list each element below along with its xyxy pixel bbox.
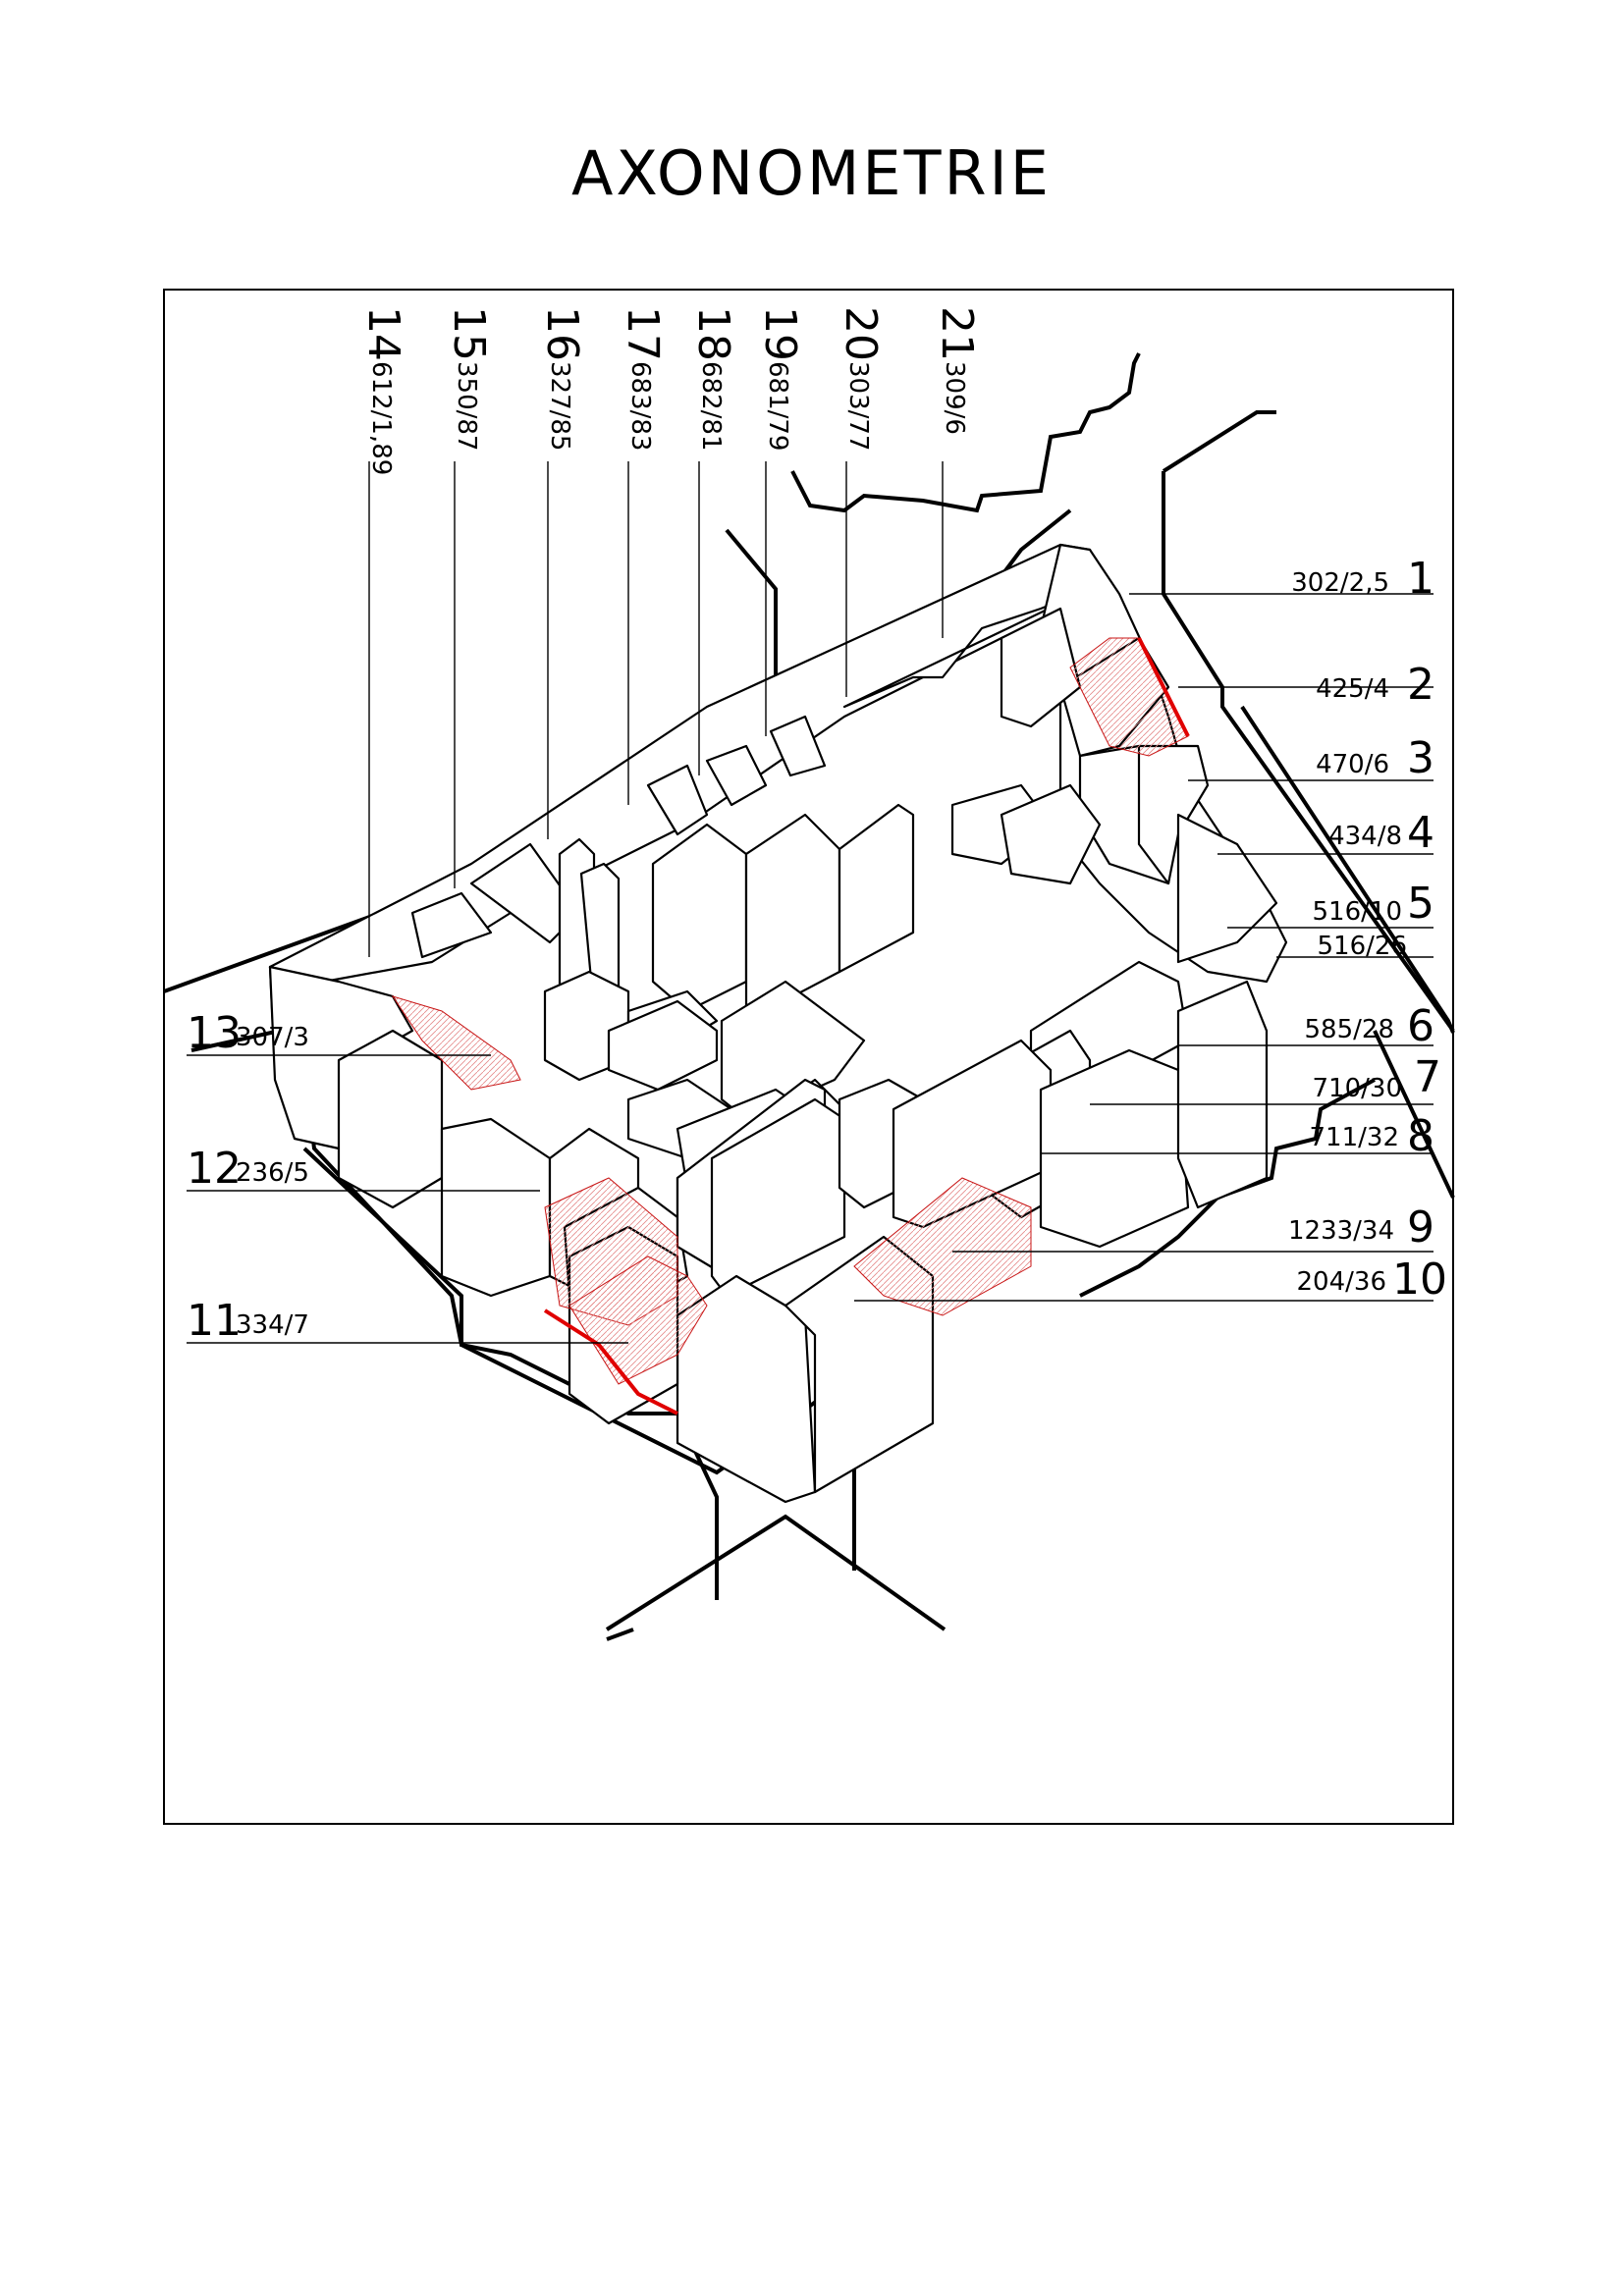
- num-label-16: 16: [537, 306, 587, 361]
- ref-label-19: 681/79: [763, 361, 792, 451]
- num-label-21: 21: [932, 306, 982, 361]
- num-label-8: 8: [1407, 1111, 1434, 1161]
- num-label-1: 1: [1407, 554, 1434, 604]
- num-label-5: 5: [1407, 879, 1434, 929]
- num-label-10: 10: [1392, 1255, 1447, 1305]
- ref-label-14: 612/1,89: [366, 361, 396, 475]
- ref-label-12: 236/5: [236, 1158, 309, 1188]
- highlighted-buildings: [391, 637, 1190, 1415]
- ref-label-15: 350/87: [452, 361, 481, 451]
- num-label-12: 12: [187, 1144, 242, 1194]
- num-label-19: 19: [755, 306, 805, 361]
- num-label-15: 15: [444, 306, 494, 361]
- num-label-14: 14: [358, 306, 408, 361]
- ref-label-6: 585/28: [1305, 1015, 1394, 1044]
- num-label-9: 9: [1407, 1202, 1434, 1253]
- ref-label-9: 1233/34: [1288, 1216, 1394, 1246]
- ref-label-21: 309/6: [940, 361, 969, 435]
- building-corner-south: [676, 1274, 817, 1504]
- right-labels: 302/2,5 1 425/4 2 470/6 3 434/8 4 516/10…: [1288, 554, 1447, 1305]
- ref-label-18: 682/81: [696, 361, 726, 451]
- ref-label-3: 470/6: [1316, 750, 1389, 779]
- ref-label-7: 710/30: [1313, 1074, 1402, 1103]
- num-label-2: 2: [1407, 660, 1434, 710]
- num-label-7: 7: [1414, 1052, 1441, 1102]
- ref-label-2: 425/4: [1316, 674, 1389, 704]
- num-label-3: 3: [1407, 733, 1434, 783]
- top-labels: 14 612/1,89 15 350/87 16 327/85 17 683/8…: [358, 306, 982, 475]
- ref-label-13: 307/3: [236, 1023, 309, 1052]
- ref-label-8: 711/32: [1310, 1123, 1399, 1152]
- ref-label-16: 327/85: [545, 361, 574, 451]
- num-label-4: 4: [1407, 808, 1434, 858]
- num-label-20: 20: [836, 306, 886, 361]
- num-label-17: 17: [618, 306, 668, 361]
- ref-label-5b: 516/26: [1318, 932, 1407, 961]
- ref-label-4: 434/8: [1328, 822, 1402, 851]
- leader-lines: [187, 461, 1434, 1344]
- ref-label-17: 683/83: [625, 361, 655, 451]
- drawing-frame: [163, 289, 1454, 1825]
- left-labels: 13 307/3 12 236/5 11 334/7: [187, 1008, 309, 1346]
- ref-label-5: 516/10: [1313, 897, 1402, 927]
- ref-label-11: 334/7: [236, 1310, 309, 1340]
- num-label-13: 13: [187, 1008, 242, 1058]
- num-label-6: 6: [1407, 1001, 1434, 1051]
- num-label-11: 11: [187, 1296, 242, 1346]
- ref-label-10: 204/36: [1297, 1267, 1386, 1297]
- ref-label-20: 303/77: [843, 361, 873, 451]
- page-title: AXONOMETRIE: [571, 137, 1052, 209]
- ref-label-1: 302/2,5: [1291, 568, 1389, 598]
- num-label-18: 18: [688, 306, 738, 361]
